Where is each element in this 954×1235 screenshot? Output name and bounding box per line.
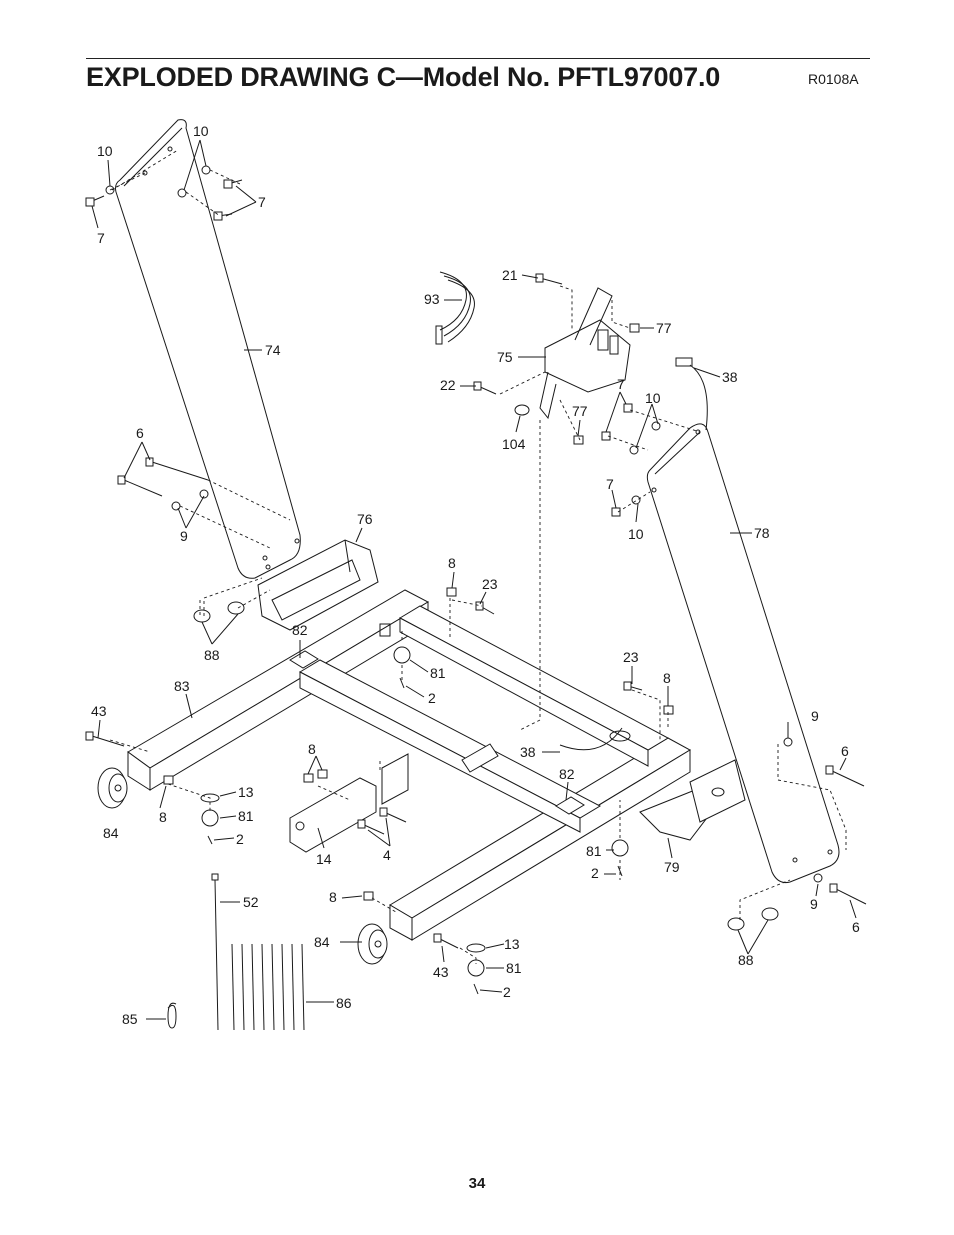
page-number: 34 — [468, 1175, 486, 1192]
wheel-84-right — [357, 923, 388, 965]
callout: 81 — [238, 808, 254, 824]
callout: 6 — [136, 425, 144, 441]
page-title: EXPLODED DRAWING C—Model No. PFTL97007.0 — [86, 62, 721, 92]
header-rule — [86, 58, 870, 59]
callout: 8 — [308, 741, 316, 757]
callout: 7 — [97, 230, 105, 246]
callout: 81 — [506, 960, 522, 976]
callout: 4 — [383, 847, 391, 863]
callout: 38 — [722, 369, 738, 385]
callout: 8 — [329, 889, 337, 905]
callout: 81 — [586, 843, 602, 859]
callout: 81 — [430, 665, 446, 681]
callout: 23 — [482, 576, 498, 592]
callout: 76 — [357, 511, 373, 527]
callout: 9 — [811, 708, 819, 724]
bracket-14 — [289, 777, 377, 853]
wire-38-top — [675, 357, 708, 431]
drawing-code: R0108A — [808, 71, 859, 87]
callout: 10 — [628, 526, 644, 542]
callout: 88 — [738, 952, 754, 968]
callout: 78 — [754, 525, 770, 541]
callout: 9 — [180, 528, 188, 544]
callout: 9 — [810, 896, 818, 912]
callout: 82 — [292, 622, 308, 638]
cable-ties — [167, 873, 305, 1031]
right-upright — [646, 423, 840, 883]
callout: 52 — [243, 894, 259, 910]
callout-labels: 10 10 7 7 74 6 9 76 88 82 83 43 84 8 13 … — [91, 123, 860, 1027]
callout: 10 — [193, 123, 209, 139]
callout: 82 — [559, 766, 575, 782]
callout: 7 — [617, 376, 625, 392]
callout: 85 — [122, 1011, 138, 1027]
callout: 77 — [656, 320, 672, 336]
callout: 75 — [497, 349, 513, 365]
callout: 10 — [645, 390, 661, 406]
callout: 10 — [97, 143, 113, 159]
callout: 8 — [448, 555, 456, 571]
callout: 2 — [503, 984, 511, 1000]
callout: 2 — [236, 831, 244, 847]
callout: 43 — [433, 964, 449, 980]
motor-hood-bracket — [257, 539, 379, 631]
callout: 77 — [572, 403, 588, 419]
callout: 43 — [91, 703, 107, 719]
callout: 22 — [440, 377, 456, 393]
callout: 86 — [336, 995, 352, 1011]
left-upright — [115, 119, 301, 579]
callout: 83 — [174, 678, 190, 694]
callout: 13 — [238, 784, 254, 800]
callout: 7 — [258, 194, 266, 210]
callout: 6 — [841, 743, 849, 759]
leader-lines — [91, 139, 857, 1020]
callout: 13 — [504, 936, 520, 952]
rear-cover-79 — [639, 759, 746, 841]
callout: 74 — [265, 342, 281, 358]
assembly-lines — [109, 149, 847, 964]
callout: 7 — [606, 476, 614, 492]
callout: 79 — [664, 859, 680, 875]
main-frame — [127, 589, 692, 941]
wheel-84-left — [97, 767, 128, 809]
callout: 8 — [663, 670, 671, 686]
callout: 38 — [520, 744, 536, 760]
callout: 21 — [502, 267, 518, 283]
callout: 2 — [428, 690, 436, 706]
callout: 84 — [103, 825, 119, 841]
callout: 6 — [852, 919, 860, 935]
console-electronics — [539, 287, 631, 420]
callout: 93 — [424, 291, 440, 307]
callout: 2 — [591, 865, 599, 881]
callout: 8 — [159, 809, 167, 825]
callout: 84 — [314, 934, 330, 950]
callout: 88 — [204, 647, 220, 663]
callout: 104 — [502, 436, 526, 452]
wire-38-bottom — [559, 727, 631, 751]
cable-93 — [435, 271, 475, 345]
callout: 23 — [623, 649, 639, 665]
callout: 14 — [316, 851, 332, 867]
